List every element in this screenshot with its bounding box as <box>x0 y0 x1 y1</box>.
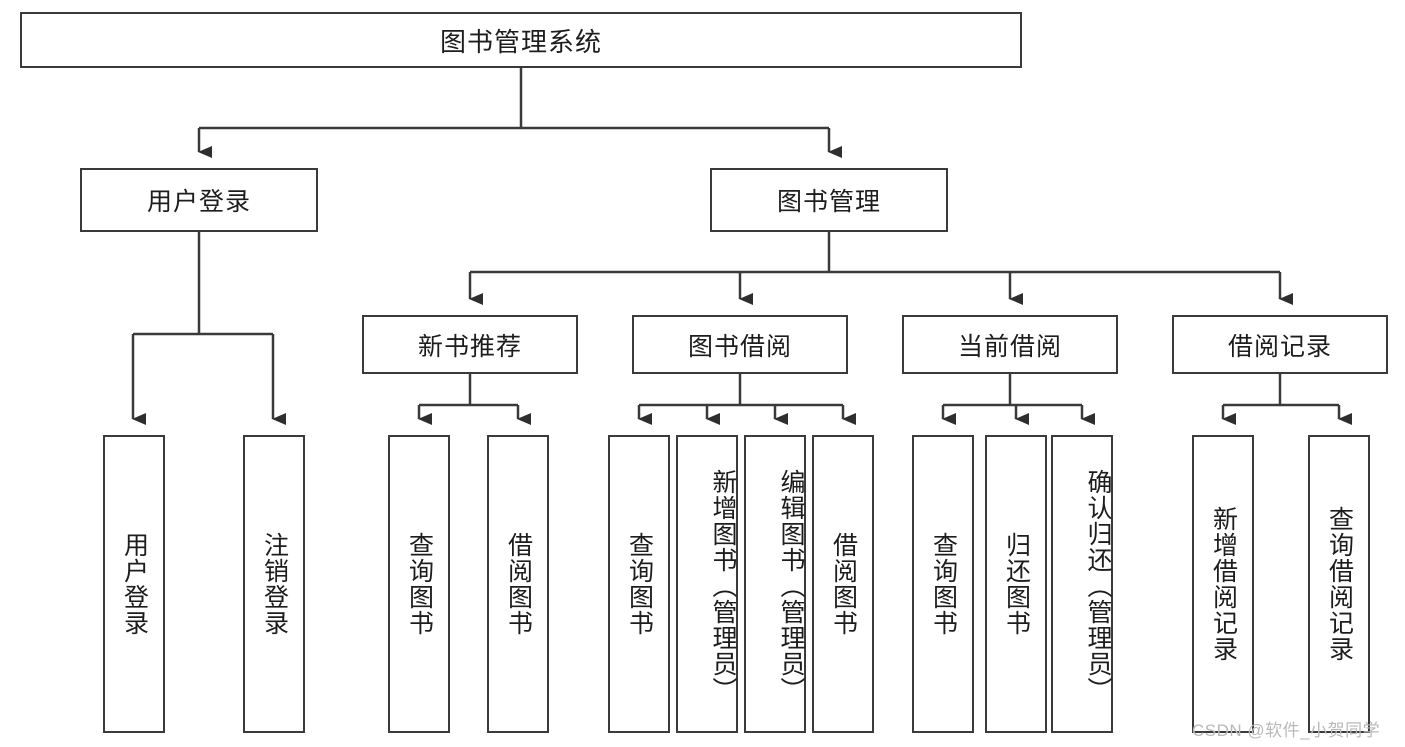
leaf-user-login[interactable]: 用户登录 <box>103 435 165 733</box>
leaf-borrow-book-recommend[interactable]: 借阅图书 <box>487 435 549 733</box>
node-user-login[interactable]: 用户登录 <box>80 168 318 232</box>
leaf-query-book-current[interactable]: 查询图书 <box>912 435 974 733</box>
node-label: 图书管理系统 <box>439 26 602 57</box>
node-book-borrow[interactable]: 图书借阅 <box>632 315 848 374</box>
leaf-label: 新增图书（管理员） <box>709 469 737 703</box>
leaf-return-book[interactable]: 归还图书 <box>985 435 1047 733</box>
node-root-system[interactable]: 图书管理系统 <box>20 12 1022 68</box>
leaf-query-borrow-record[interactable]: 查询借阅记录 <box>1308 435 1370 733</box>
leaf-label: 查询图书 <box>625 532 654 636</box>
leaf-label: 查询图书 <box>929 532 958 636</box>
leaf-label: 查询图书 <box>405 532 434 636</box>
leaf-add-borrow-record[interactable]: 新增借阅记录 <box>1192 435 1254 733</box>
leaf-label: 用户登录 <box>120 532 149 636</box>
node-label: 借阅记录 <box>1227 332 1332 361</box>
watermark-text: CSDN @软件_小贺同学 <box>1192 716 1380 741</box>
watermark-label: CSDN @软件_小贺同学 <box>1192 721 1381 740</box>
leaf-label: 注销登录 <box>260 532 289 636</box>
node-book-manage[interactable]: 图书管理 <box>710 168 948 232</box>
leaf-add-book-admin[interactable]: 新增图书（管理员） <box>676 435 738 733</box>
node-current-borrow[interactable]: 当前借阅 <box>902 315 1118 374</box>
leaf-label: 借阅图书 <box>504 532 533 636</box>
leaf-confirm-return-admin[interactable]: 确认归还（管理员） <box>1051 435 1113 733</box>
leaf-label: 编辑图书（管理员） <box>777 469 805 703</box>
leaf-label: 确认归还（管理员） <box>1084 469 1112 703</box>
leaf-edit-book-admin[interactable]: 编辑图书（管理员） <box>744 435 806 733</box>
node-label: 新书推荐 <box>417 332 522 361</box>
leaf-query-book-recommend[interactable]: 查询图书 <box>388 435 450 733</box>
leaf-label: 借阅图书 <box>829 532 858 636</box>
node-borrow-record[interactable]: 借阅记录 <box>1172 315 1388 374</box>
leaf-label: 查询借阅记录 <box>1325 506 1354 662</box>
node-label: 图书借阅 <box>687 332 792 361</box>
node-label: 用户登录 <box>146 188 251 216</box>
leaf-query-book-borrow[interactable]: 查询图书 <box>608 435 670 733</box>
node-new-book-recommend[interactable]: 新书推荐 <box>362 315 578 374</box>
leaf-borrow-book[interactable]: 借阅图书 <box>812 435 874 733</box>
leaf-label: 新增借阅记录 <box>1209 506 1238 662</box>
node-label: 图书管理 <box>776 188 881 216</box>
leaf-user-logout[interactable]: 注销登录 <box>243 435 305 733</box>
node-label: 当前借阅 <box>957 332 1062 361</box>
leaf-label: 归还图书 <box>1002 532 1031 636</box>
